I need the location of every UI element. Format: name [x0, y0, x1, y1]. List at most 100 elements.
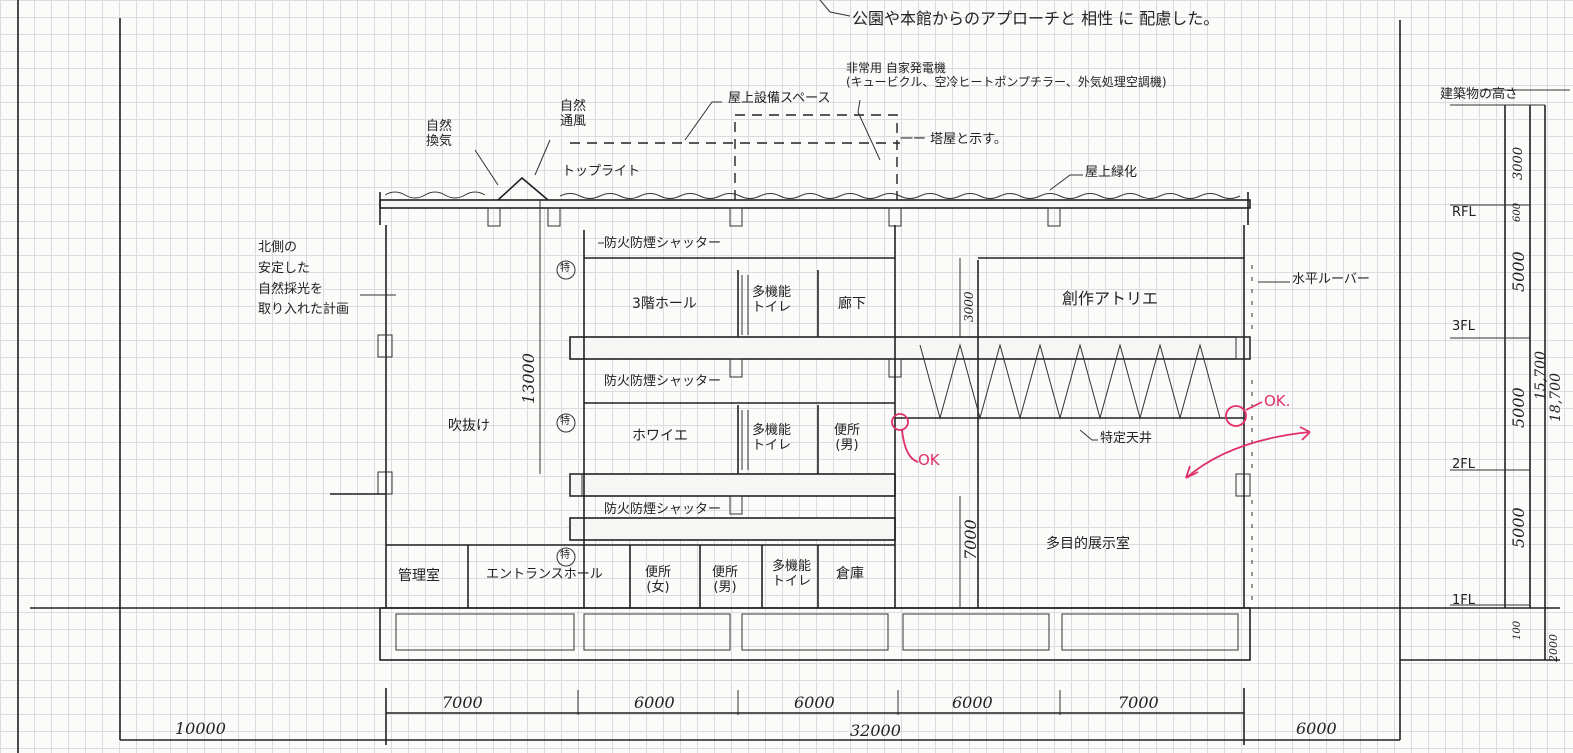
level-2fl: 2FL [1452, 457, 1475, 472]
dim-bay-5: 7000 [1118, 693, 1159, 712]
ok-mark-1: OK [918, 451, 940, 469]
toplight-label: トップライト [562, 164, 641, 179]
column-stub [1235, 473, 1251, 497]
shutter-3f-label: 防火防煙シャッター [604, 236, 722, 251]
stair-lines [741, 275, 749, 335]
toku-label: 特 [560, 550, 570, 561]
height-600: 600 [1512, 202, 1523, 222]
column-stub [729, 358, 743, 378]
toku-label: 特 [560, 416, 570, 427]
roof-equipment-outline [734, 114, 898, 200]
floor-2-beam [569, 517, 896, 541]
floor-2-slab [569, 473, 896, 497]
room-storage: 倉庫 [836, 566, 864, 582]
room-atelier: 創作アトリエ [1062, 289, 1159, 308]
atrium-label: 吹抜け [448, 418, 490, 434]
height-5000-1f: 5000 [1509, 507, 1528, 548]
natural-ventilation-label: 自然 換気 [426, 119, 453, 149]
ok-circle [1225, 405, 1247, 427]
height-15700: 15,700 [1533, 351, 1549, 400]
floor-3-slab [569, 336, 1251, 360]
toku-mark [556, 413, 576, 433]
ok-leader [901, 429, 919, 463]
height-2000: 2000 [1547, 634, 1560, 662]
dim-13000: 13000 [519, 353, 538, 404]
room-1f-male-wc: 便所 (男) [712, 565, 739, 595]
foundation [379, 607, 1251, 661]
ok-arrow [1185, 431, 1311, 479]
ok-leader [1245, 401, 1263, 411]
ok-arrowhead [1299, 426, 1311, 441]
ok-arrowhead [1185, 465, 1199, 479]
west-window [377, 471, 393, 495]
leader-roof-green [1049, 174, 1083, 191]
room-3f-accessible-wc: 多機能 トイレ [752, 285, 792, 315]
dim-3000: 3000 [962, 291, 976, 322]
height-5000-3f: 5000 [1509, 251, 1528, 292]
roof-green-label: 屋上緑化 [1085, 165, 1138, 180]
toku-mark [556, 547, 576, 567]
leader-roof-equip [684, 101, 722, 141]
roof-beam [547, 207, 561, 227]
dim-bay-4: 6000 [952, 693, 993, 712]
natural-draft-label: 自然 通風 [560, 99, 587, 129]
dim-total: 32000 [850, 721, 901, 740]
room-1f-accessible-wc: 多機能 トイレ [772, 559, 812, 589]
foundation-cell [1061, 613, 1239, 651]
room-1f-female-wc: 便所 (女) [645, 565, 672, 595]
dim-left-setback: 10000 [175, 719, 226, 738]
height-3000: 3000 [1511, 146, 1526, 180]
leader-vent2 [534, 139, 551, 176]
top-note: 公園や本館からのアプローチと 相性 に 配慮した。 [852, 9, 1220, 28]
toplight-shape [497, 176, 549, 201]
ok-mark-2: OK. [1264, 392, 1291, 410]
ceiling-truss [919, 343, 1221, 420]
foundation-cell [395, 613, 575, 651]
dim-bay-1: 7000 [442, 693, 483, 712]
room-corridor: 廊下 [838, 296, 866, 312]
room-exhibition: 多目的展示室 [1046, 536, 1130, 552]
roof-beam [888, 207, 902, 227]
penthouse-note: 一ー 塔屋と示す。 [900, 132, 1007, 147]
roof-equipment-note: 屋上設備スペース [728, 91, 831, 106]
generator-note: 非常用 自家発電機 (キュービクル、空冷ヒートポンプチラー、外気処理空調機) [846, 61, 1167, 89]
west-window [377, 334, 393, 358]
level-rfl: RFL [1452, 205, 1476, 220]
column-stub [569, 473, 583, 497]
toku-label: 特 [560, 263, 570, 274]
ok-circle [891, 413, 909, 431]
roof-green-line [384, 191, 1241, 199]
leader-special-ceiling [1079, 429, 1098, 441]
height-5000-2f: 5000 [1509, 387, 1528, 428]
level-3fl: 3FL [1452, 319, 1475, 334]
leader-generator [857, 99, 881, 161]
stair-lines [741, 410, 749, 470]
north-light-note: 北側の 安定した 自然採光を 取り入れた計画 [258, 240, 350, 318]
level-1fl: 1FL [1452, 593, 1475, 608]
height-heading: 建築物の高さ [1440, 87, 1519, 102]
room-entrance-hall: エントランスホール [486, 567, 603, 582]
dim-bay-3: 6000 [794, 693, 835, 712]
leader-top-note [819, 0, 851, 17]
leader-vent [474, 149, 499, 186]
louver-label: 水平ルーバー [1292, 272, 1370, 287]
foundation-cell [583, 613, 731, 651]
foundation-cell [902, 613, 1050, 651]
dim-right-setback: 6000 [1296, 719, 1337, 738]
room-2f-male-wc: 便所 (男) [834, 423, 861, 453]
special-ceiling-label: 特定天井 [1100, 431, 1153, 446]
room-management: 管理室 [398, 568, 440, 584]
roof-beam [729, 207, 743, 227]
column-stub [1235, 336, 1251, 360]
shutter-2f-label: 防火防煙シャッター [604, 374, 722, 389]
dim-bay-2: 6000 [634, 693, 675, 712]
height-18700: 18,700 [1548, 373, 1564, 422]
dim-7000: 7000 [961, 519, 980, 560]
height-100: 100 [1512, 620, 1523, 640]
roof-beam [487, 207, 501, 227]
roof-beam [1047, 207, 1061, 227]
room-foyer: ホワイエ [632, 428, 688, 444]
room-3f-hall: 3階ホール [632, 296, 697, 312]
